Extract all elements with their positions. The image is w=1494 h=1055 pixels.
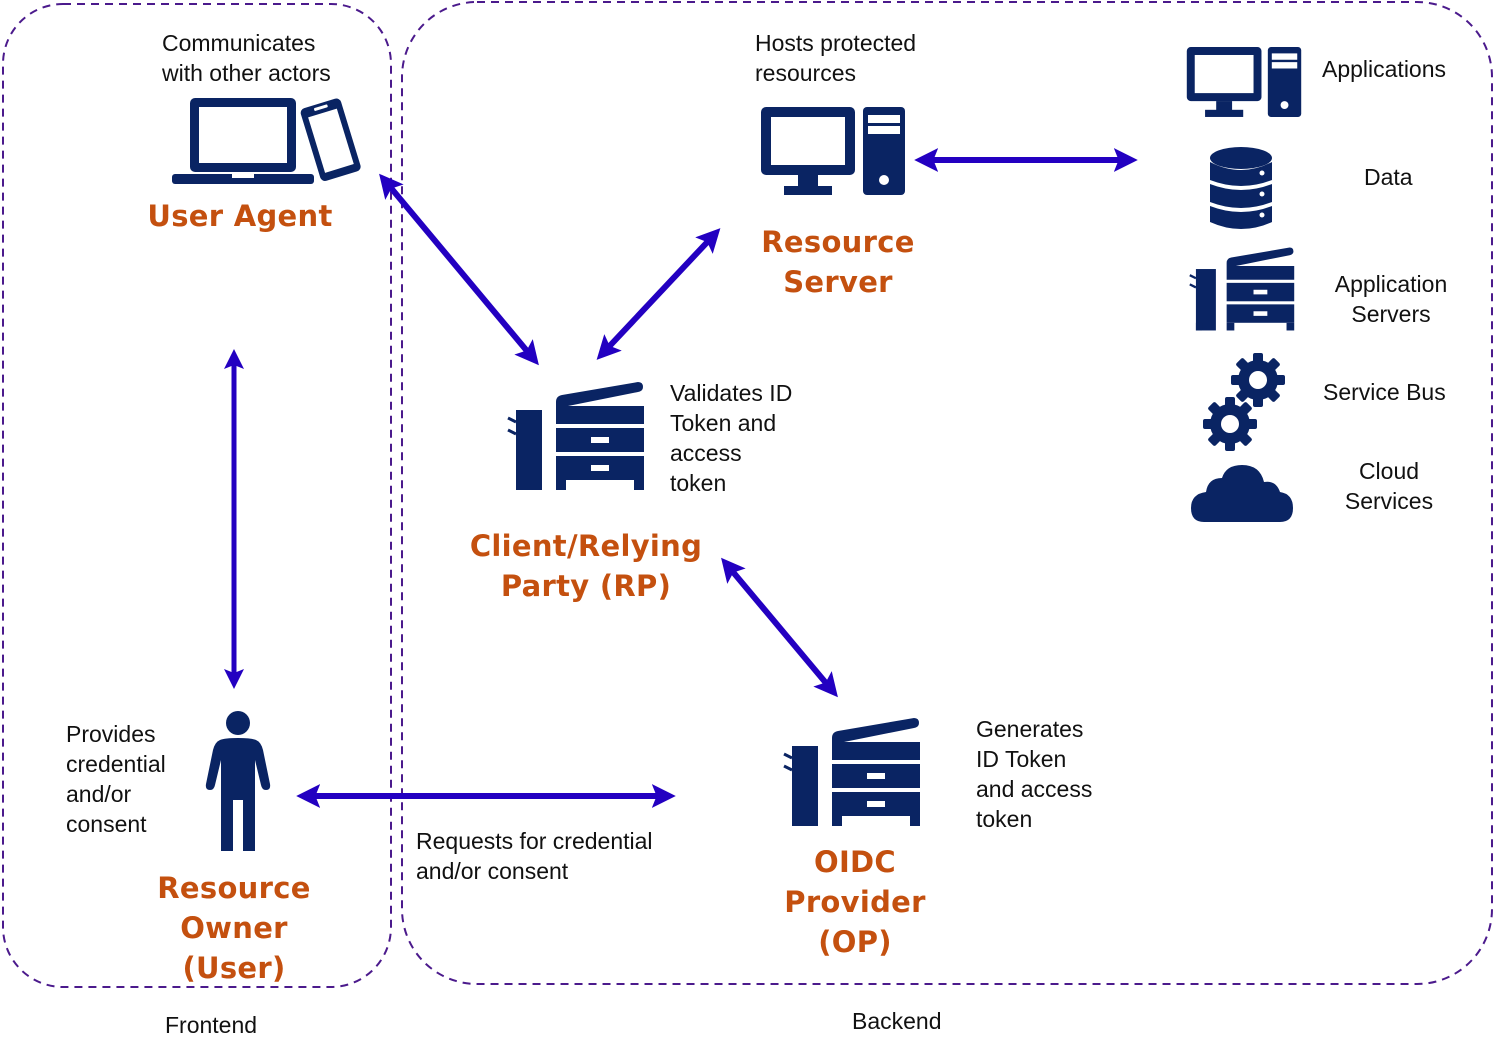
desktop-computer-icon — [760, 106, 906, 196]
resource-label-applications: Applications — [1322, 56, 1447, 82]
person-icon — [203, 710, 273, 852]
frontend-zone-label: Frontend — [165, 1012, 258, 1038]
desktop-computer-icon — [1186, 46, 1302, 118]
backend-zone-label: Backend — [852, 1008, 942, 1034]
resource-label-service-bus: Service Bus — [1323, 379, 1446, 405]
resource-owner-title: Resource Owner (User) — [157, 871, 311, 985]
user-agent-title: User Agent — [147, 199, 333, 233]
oidc-provider-title: OIDC Provider (OP) — [784, 845, 926, 959]
database-icon — [1209, 146, 1273, 232]
frontend-boundary — [2, 3, 392, 988]
resource-owner-description: Provides credential and/or consent — [66, 721, 166, 837]
resource-label-data: Data — [1364, 164, 1413, 190]
arrow-resourceserver-rp — [596, 228, 721, 360]
client-rp-description: Validates ID Token and access token — [670, 380, 793, 496]
resource-server-description: Hosts protected resources — [755, 30, 917, 86]
backend-boundary — [401, 1, 1493, 985]
gears-icon — [1200, 352, 1286, 452]
client-rp-title: Client/Relying Party (RP) — [469, 529, 703, 603]
resource-label-cloud-services: Cloud Services — [1344, 458, 1434, 514]
server-machine-icon — [506, 380, 646, 492]
owner-op-arrow-label: Requests for credential and/or consent — [416, 828, 653, 884]
resource-server-title: Resource Server — [761, 225, 915, 299]
arrow-useragent-rp — [379, 173, 539, 366]
resource-label-application-servers: Application Servers — [1334, 271, 1448, 327]
cloud-icon — [1190, 464, 1294, 524]
server-machine-icon — [1188, 246, 1296, 332]
arrow-rp-op — [721, 557, 838, 698]
user-agent-description: Communicates with other actors — [162, 30, 331, 86]
server-machine-icon — [782, 716, 922, 828]
oidc-provider-description: Generates ID Token and access token — [976, 716, 1093, 832]
laptop-phone-icon — [170, 96, 366, 188]
